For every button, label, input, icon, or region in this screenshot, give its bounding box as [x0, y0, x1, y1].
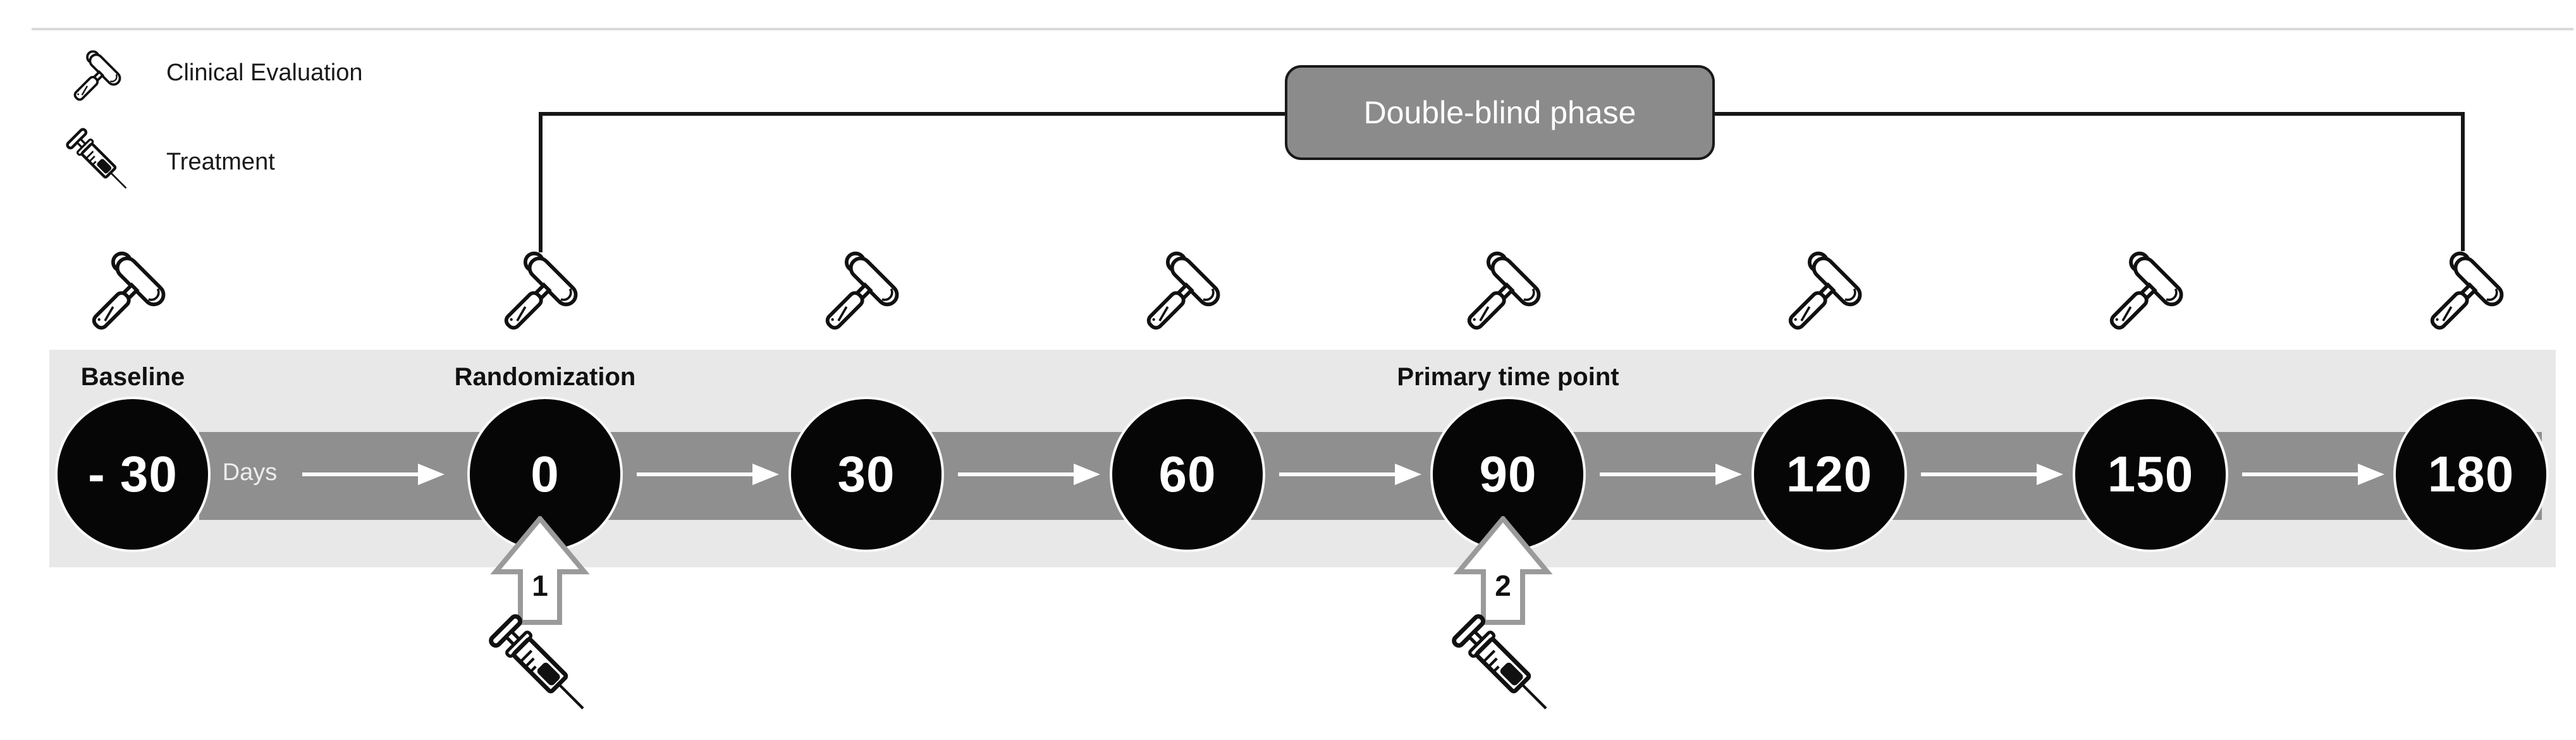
treatment-arrow-marker-2: [1453, 516, 1553, 625]
node-value: 60: [1158, 446, 1217, 502]
label-primary-time-point: Primary time point: [1397, 363, 1619, 391]
timeline-arrow: [1279, 460, 1421, 488]
syringe-icon: [480, 605, 600, 725]
reflex-hammer-icon: [486, 240, 594, 348]
legend-label-treatment: Treatment: [166, 149, 275, 175]
double-blind-bracket-left-drop: [539, 112, 543, 252]
node-value: 30: [837, 446, 895, 502]
double-blind-bracket-right-drop: [2461, 112, 2465, 251]
timeline-node-30: 30: [788, 397, 944, 552]
node-value: 0: [531, 446, 560, 502]
reflex-hammer-icon: [74, 240, 181, 348]
treatment-arrow-marker-1: [490, 516, 590, 625]
label-baseline: Baseline: [80, 363, 185, 391]
reflex-hammer-icon: [807, 240, 915, 348]
label-randomization: Randomization: [454, 363, 636, 391]
timeline-arrow: [302, 460, 445, 488]
days-unit-label: Days: [222, 459, 278, 486]
timeline-arrow: [1921, 460, 2063, 488]
treatment-number: 2: [1495, 569, 1511, 602]
syringe-icon: [58, 120, 139, 201]
timeline-node-minus30: - 30: [55, 397, 211, 552]
syringe-icon: [1443, 605, 1563, 725]
double-blind-phase-label: Double-blind phase: [1363, 95, 1636, 130]
node-value: 120: [1786, 446, 1873, 502]
reflex-hammer-icon: [1449, 240, 1557, 348]
reflex-hammer-icon: [2092, 240, 2199, 348]
node-value: 180: [2427, 446, 2515, 502]
treatment-number: 1: [532, 569, 548, 602]
timeline-arrow: [958, 460, 1100, 488]
legend-label-clinical-evaluation: Clinical Evaluation: [166, 59, 363, 86]
reflex-hammer-icon: [62, 47, 124, 113]
timeline-node-60: 60: [1110, 397, 1265, 552]
node-value: - 30: [88, 446, 178, 502]
timeline-arrow: [637, 460, 779, 488]
timeline-arrow: [1600, 460, 1742, 488]
node-value: 150: [2107, 446, 2194, 502]
reflex-hammer-icon: [1770, 240, 1878, 348]
timeline-node-150: 150: [2073, 397, 2228, 552]
top-divider-line: [32, 28, 2573, 30]
timeline-node-180: 180: [2393, 397, 2549, 552]
timeline-arrow: [2242, 460, 2384, 488]
node-value: 90: [1479, 446, 1537, 502]
reflex-hammer-icon: [2412, 240, 2520, 348]
double-blind-phase-banner: Double-blind phase: [1285, 65, 1715, 160]
timeline-node-120: 120: [1751, 397, 1907, 552]
reflex-hammer-icon: [1129, 240, 1236, 348]
